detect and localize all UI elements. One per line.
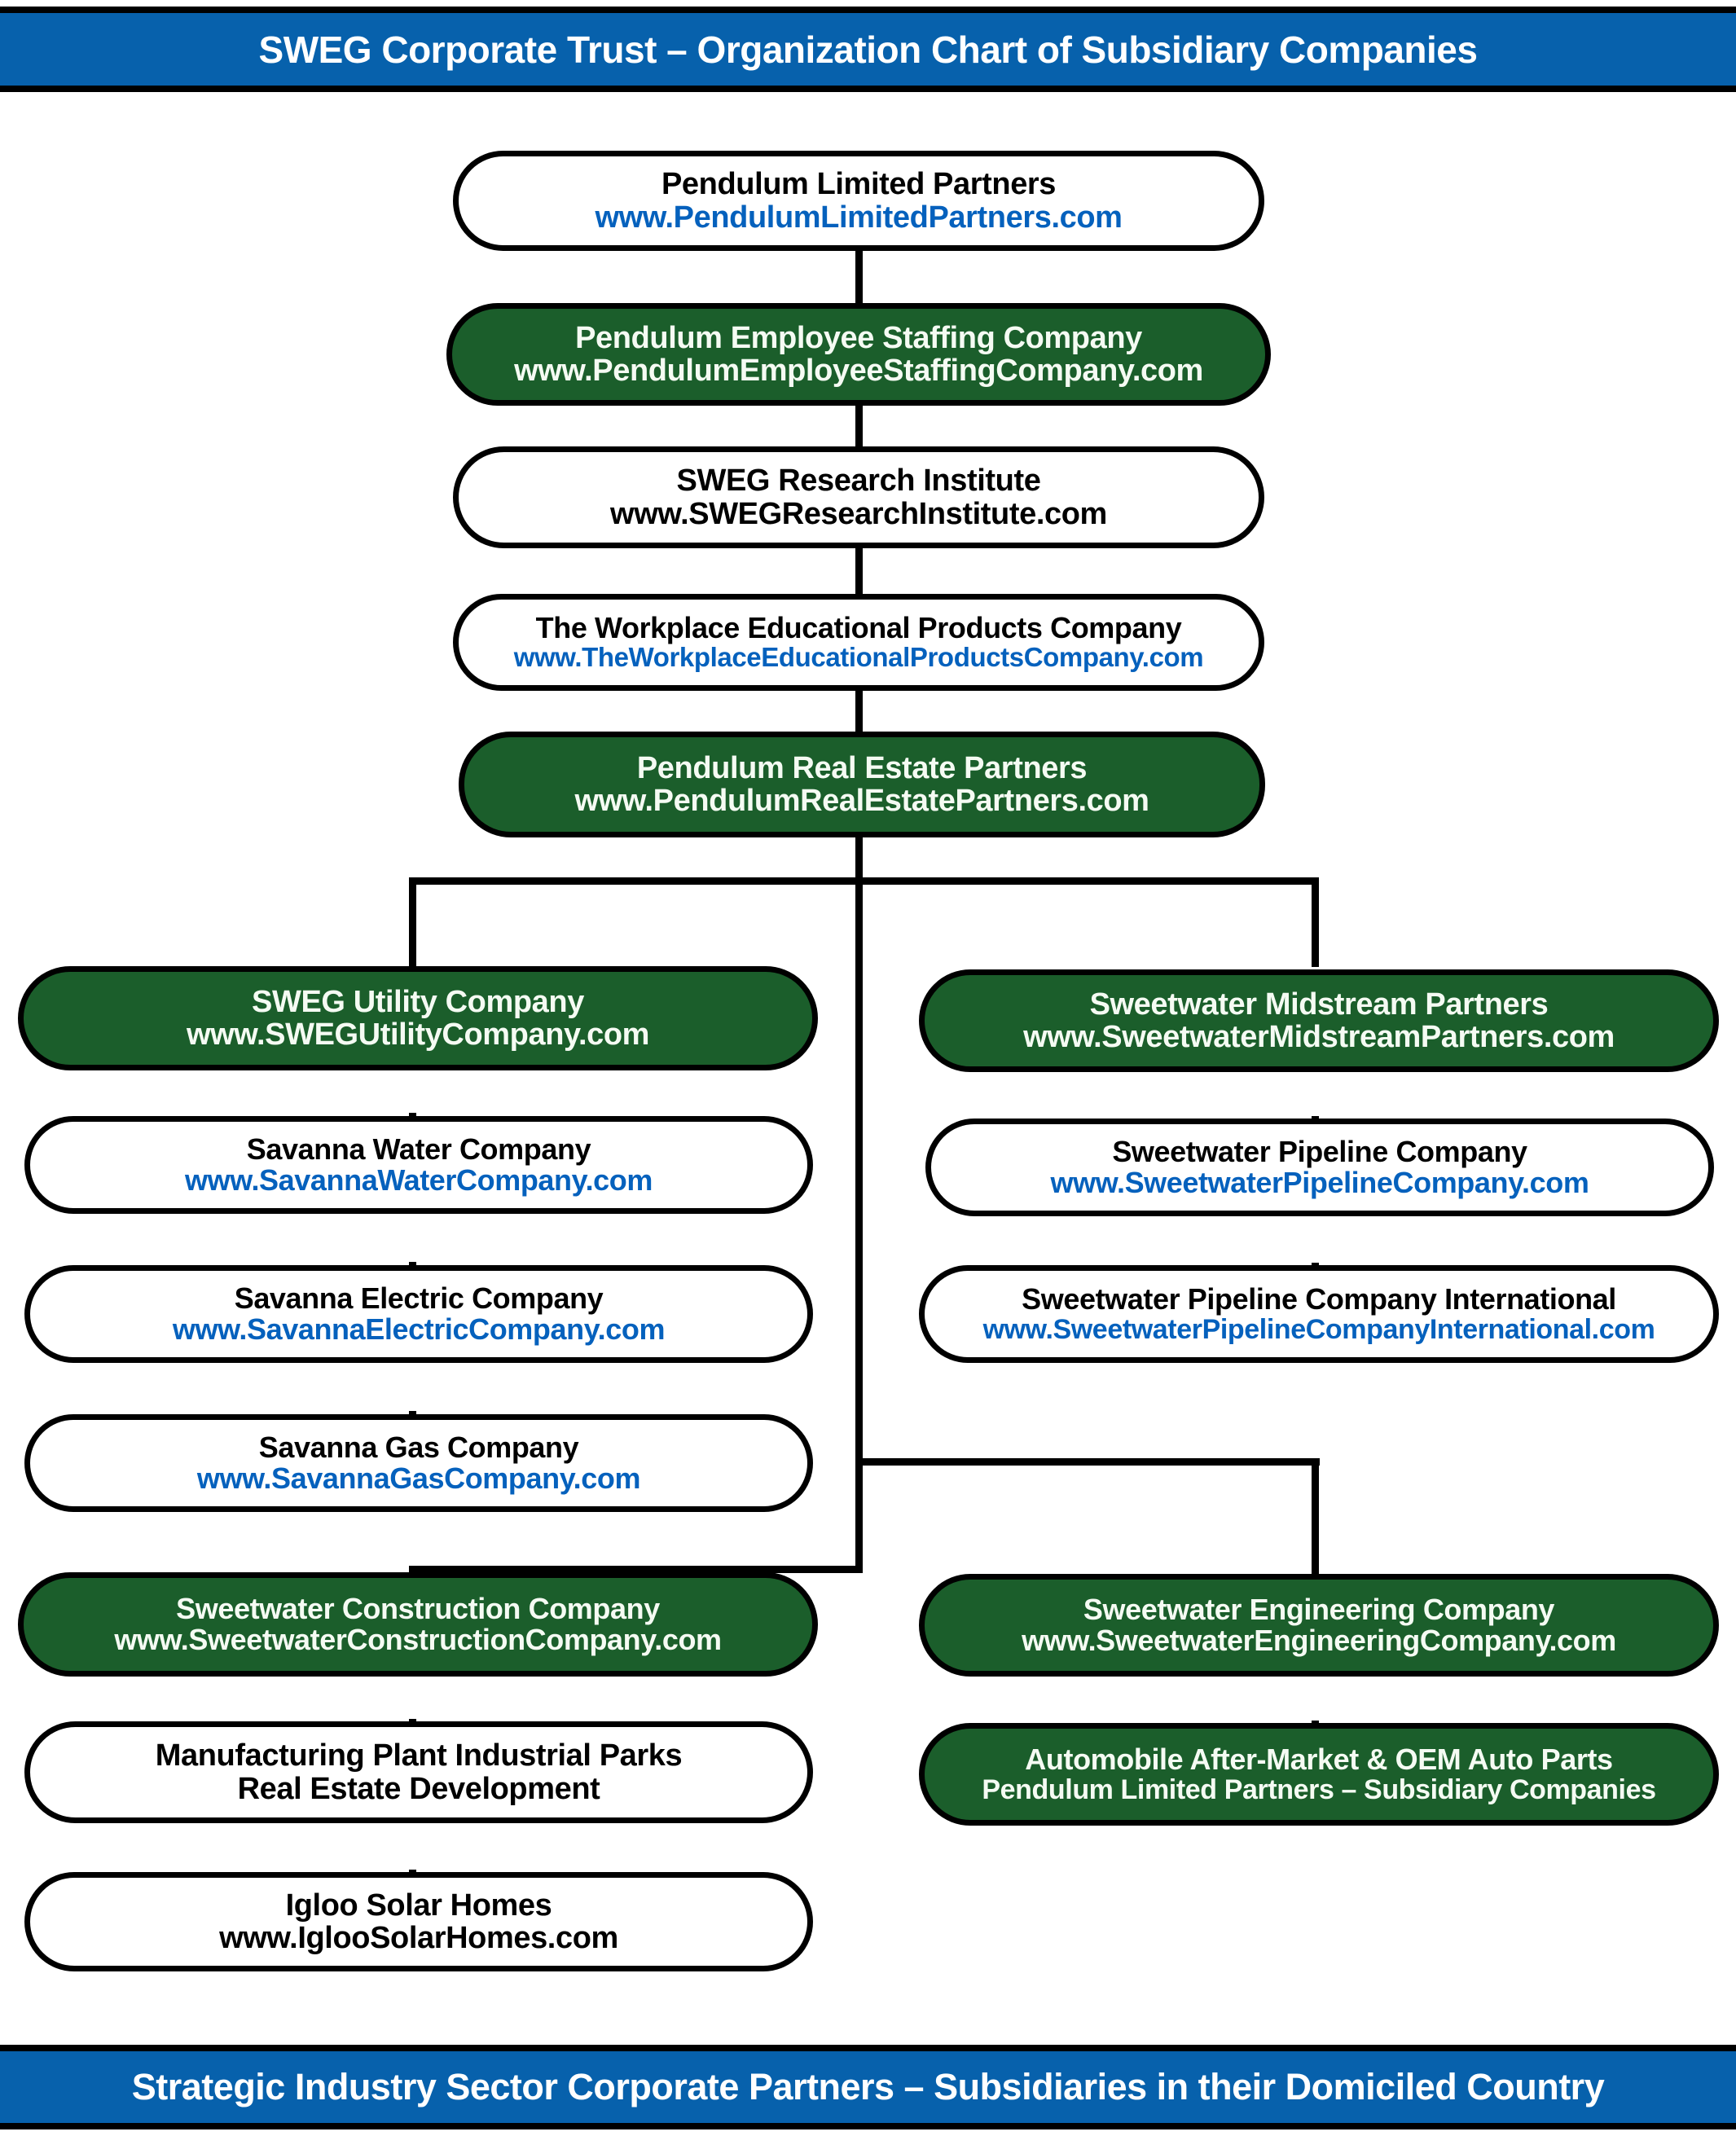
node-sweetwater-engineering-company[interactable]: Sweetwater Engineering Company www.Sweet… [919,1574,1719,1677]
node-sweg-utility-company[interactable]: SWEG Utility Company www.SWEGUtilityComp… [18,966,818,1070]
node-name: Sweetwater Pipeline Company [1112,1134,1527,1168]
connector-branch-n16 [855,1458,1320,1466]
node-savanna-water-company[interactable]: Savanna Water Company www.SavannaWaterCo… [24,1116,813,1214]
connector-trunk-lower [855,885,863,1573]
node-pendulum-limited-partners[interactable]: Pendulum Limited Partners www.PendulumLi… [453,151,1264,251]
node-name: Pendulum Employee Staffing Company [575,320,1142,355]
node-sweetwater-pipeline-company[interactable]: Sweetwater Pipeline Company www.Sweetwat… [925,1119,1714,1216]
node-automobile-aftermarket-oem-auto-parts[interactable]: Automobile After-Market & OEM Auto Parts… [919,1723,1719,1826]
node-name: Sweetwater Construction Company [176,1591,660,1625]
node-name: Savanna Electric Company [234,1281,604,1315]
node-name: Savanna Water Company [246,1132,591,1166]
connector-n4-n5 [855,688,863,733]
node-url: www.PendulumLimitedPartners.com [595,200,1123,235]
node-url: www.SweetwaterMidstreamPartners.com [1023,1020,1615,1054]
node-name: Manufacturing Plant Industrial Parks [155,1738,683,1773]
node-subtitle: Real Estate Development [237,1771,600,1806]
node-name: Pendulum Limited Partners [661,167,1057,202]
node-name: Sweetwater Pipeline Company Internationa… [1022,1281,1616,1316]
node-sweetwater-midstream-partners[interactable]: Sweetwater Midstream Partners www.Sweetw… [919,969,1719,1072]
node-sweetwater-construction-company[interactable]: Sweetwater Construction Company www.Swee… [18,1572,818,1677]
connector-n1-n2 [855,248,863,305]
node-name: Savanna Gas Company [258,1430,579,1464]
node-name: Sweetwater Engineering Company [1083,1592,1555,1626]
node-name: Sweetwater Midstream Partners [1089,987,1549,1022]
node-manufacturing-plant-industrial-parks[interactable]: Manufacturing Plant Industrial Parks Rea… [24,1721,813,1823]
node-url: www.SweetwaterPipelineCompanyInternation… [982,1314,1655,1346]
node-subtitle: Pendulum Limited Partners – Subsidiary C… [982,1774,1656,1806]
node-url: www.SWEGResearchInstitute.com [610,496,1107,531]
node-the-workplace-educational-products-company[interactable]: The Workplace Educational Products Compa… [453,594,1264,691]
node-url: www.SavannaWaterCompany.com [184,1163,653,1197]
node-name: SWEG Utility Company [252,984,584,1019]
node-url: www.PendulumRealEstatePartners.com [574,784,1149,818]
node-name: Automobile After-Market & OEM Auto Parts [1025,1742,1613,1776]
connector-n5-trunk [855,837,863,883]
node-url: www.SweetwaterConstructionCompany.com [114,1623,722,1656]
node-url: www.SavannaGasCompany.com [196,1461,641,1495]
connector-branch-n10 [409,1566,863,1573]
node-name: Igloo Solar Homes [285,1888,552,1923]
node-url: www.SweetwaterPipelineCompany.com [1050,1166,1589,1199]
page-footer-banner: Strategic Industry Sector Corporate Part… [0,2045,1736,2129]
node-name: Pendulum Real Estate Partners [636,750,1088,785]
node-url: www.IglooSolarHomes.com [219,1921,618,1955]
node-sweetwater-pipeline-company-international[interactable]: Sweetwater Pipeline Company Internationa… [919,1265,1719,1363]
page-title-banner: SWEG Corporate Trust – Organization Char… [0,7,1736,92]
node-url: www.PendulumEmployeeStaffingCompany.com [514,354,1203,388]
connector-split-bar-utilities [409,877,1319,885]
node-sweg-research-institute[interactable]: SWEG Research Institute www.SWEGResearch… [453,446,1264,548]
node-url: www.SavannaElectricCompany.com [172,1312,666,1346]
node-url: www.SWEGUtilityCompany.com [186,1017,650,1052]
node-name: SWEG Research Institute [676,464,1041,499]
node-pendulum-real-estate-partners[interactable]: Pendulum Real Estate Partners www.Pendul… [459,732,1265,837]
connector-n3-n4 [855,546,863,596]
connector-drop-n16 [1312,1458,1319,1574]
connector-drop-n6 [409,877,416,967]
node-name: The Workplace Educational Products Compa… [535,610,1182,644]
connector-n2-n3 [855,403,863,448]
page-title: SWEG Corporate Trust – Organization Char… [258,28,1478,71]
page-footer-title: Strategic Industry Sector Corporate Part… [131,2066,1605,2107]
node-pendulum-employee-staffing-company[interactable]: Pendulum Employee Staffing Company www.P… [446,303,1271,406]
node-savanna-electric-company[interactable]: Savanna Electric Company www.SavannaElec… [24,1265,813,1363]
node-url: www.TheWorkplaceEducationalProductsCompa… [513,642,1204,673]
node-url: www.SweetwaterEngineeringCompany.com [1022,1624,1616,1657]
connector-drop-n13 [1312,877,1319,967]
node-igloo-solar-homes[interactable]: Igloo Solar Homes www.IglooSolarHomes.co… [24,1872,813,1971]
node-savanna-gas-company[interactable]: Savanna Gas Company www.SavannaGasCompan… [24,1414,813,1512]
